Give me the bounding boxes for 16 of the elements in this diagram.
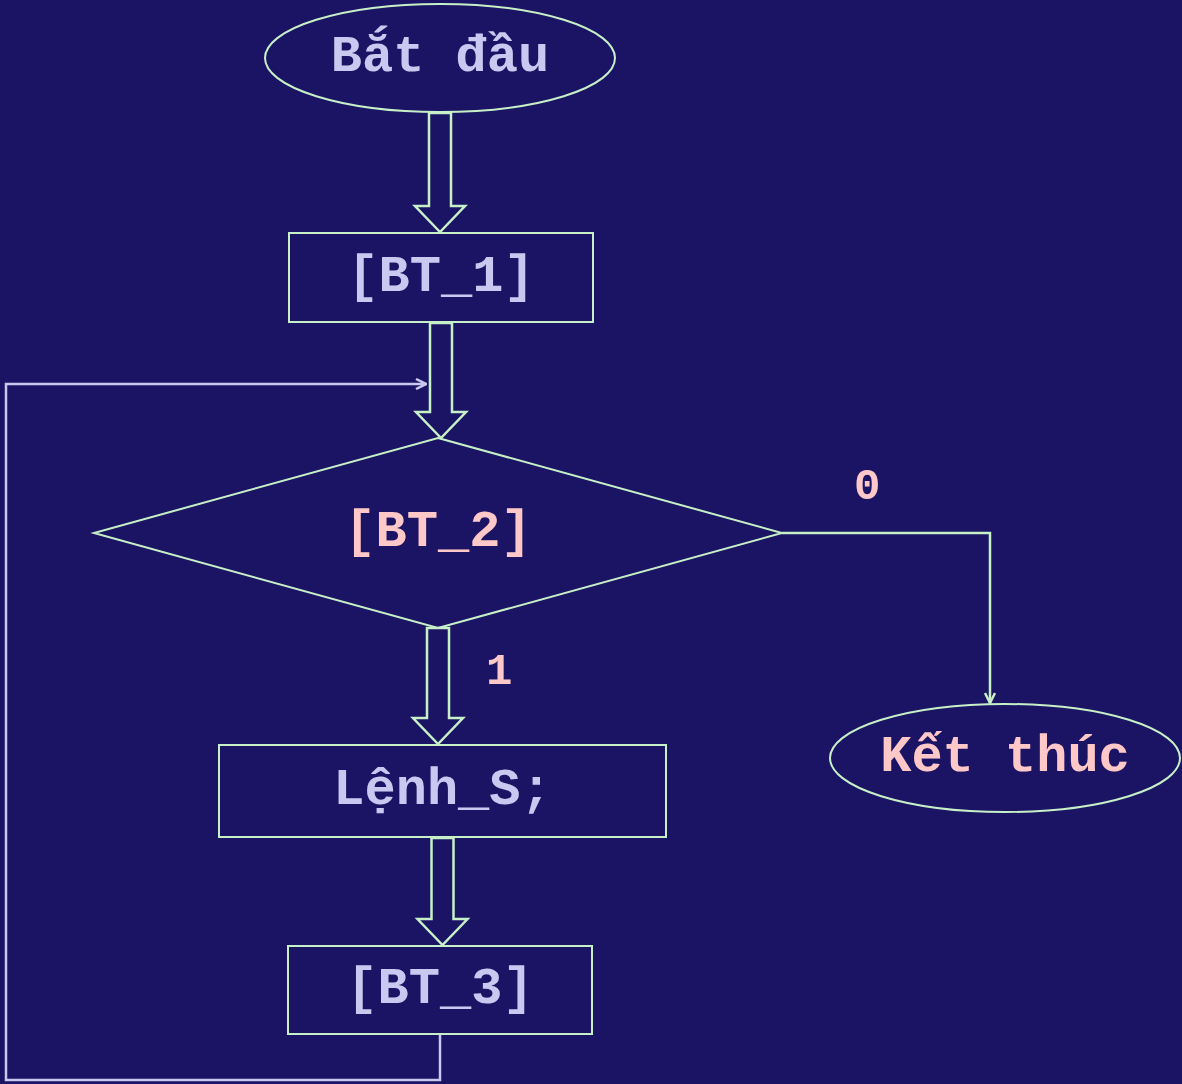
block-arrow	[413, 321, 469, 440]
end-ellipse	[829, 703, 1181, 813]
arrow	[782, 531, 997, 705]
process-box	[287, 945, 593, 1035]
block-arrow	[412, 111, 468, 234]
node-label: [BT_2]	[344, 504, 532, 562]
process-box	[288, 232, 594, 323]
node-label: [BT_3]	[346, 961, 534, 1019]
node-label: Kết thúc	[880, 729, 1130, 787]
arrow	[4, 377, 442, 1082]
start-ellipse	[264, 3, 616, 113]
node-label: [BT_1]	[347, 248, 535, 307]
block-arrow	[410, 626, 466, 746]
node-label: Lệnh_S;	[333, 762, 552, 820]
block-arrow	[414, 836, 471, 947]
process-box	[218, 744, 667, 838]
